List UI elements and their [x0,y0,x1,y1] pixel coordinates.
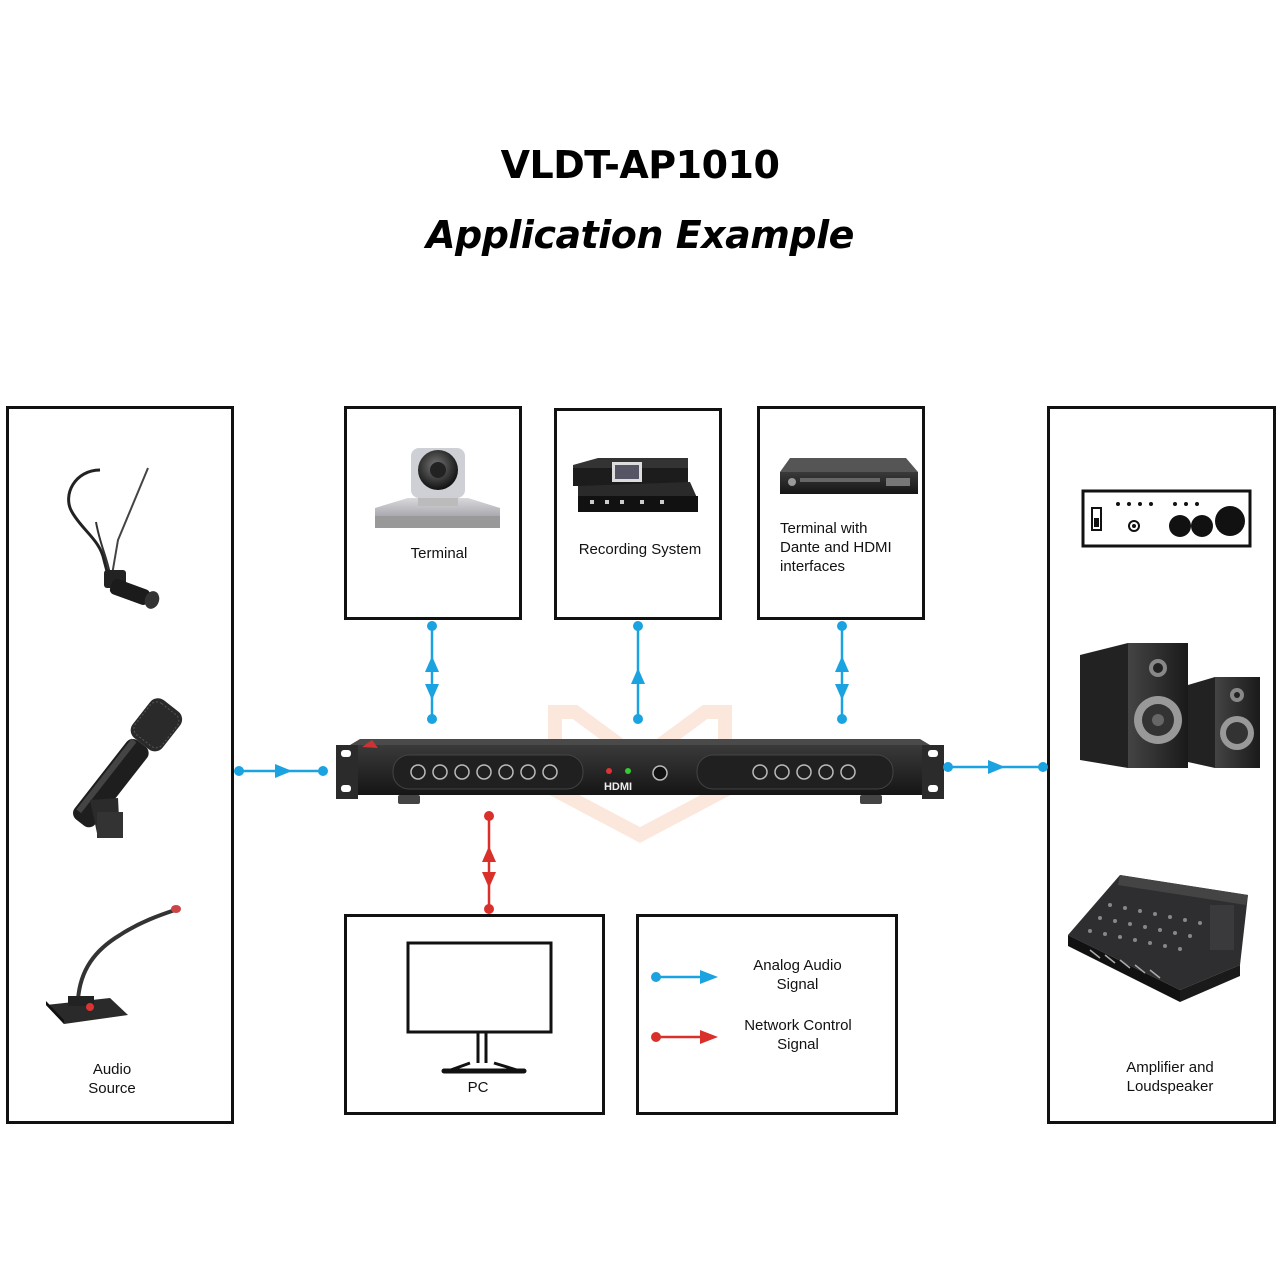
legend-network-label: Network Control Signal [744,1017,852,1053]
amplifier-label: Amplifier and Loudspeaker [1126,1059,1214,1095]
connector-device-to-amplifier [943,760,1048,774]
hanging-microphone-icon [67,467,160,609]
conference-camera-icon [375,448,500,528]
audio-source-box [6,406,234,1124]
legend-analog-label: Analog Audio Signal [753,957,842,993]
device-brand-label: HDMI [604,781,632,793]
pc-monitor-icon [406,941,553,1074]
dante-terminal-box [757,406,925,620]
audio-source-label: Audio Source [88,1061,136,1097]
connector-recording-device [631,621,645,724]
audio-mixer-icon [1068,875,1248,1002]
amplifier-icon [1081,489,1252,548]
handheld-microphone-icon [73,698,183,838]
terminal-label: Terminal [410,545,468,562]
legend-network-arrow [651,1030,718,1044]
pc-label: PC [467,1079,489,1096]
pc-box [344,914,605,1115]
recording-system-box [554,408,722,620]
connector-dante-terminal-device [835,621,849,724]
diagram-title: VLDT-AP1010 [500,143,780,187]
connector-terminal-device [425,621,439,724]
legend-analog-arrow [651,970,718,984]
loudspeaker-icon [1080,643,1260,768]
recording-system-label: Recording System [578,541,702,558]
legend-box [636,914,898,1115]
connector-audio-source-to-device [234,764,328,778]
gooseneck-microphone-icon [46,905,181,1024]
dante-terminal-icon [780,458,918,494]
dante-terminal-label: Terminal with Dante and HDMI interfaces [780,520,892,575]
hdmi-device: HDMI [336,739,944,804]
recording-system-icon [573,458,698,512]
diagram-subtitle: Application Example [426,213,854,257]
connector-device-pc [482,811,496,914]
